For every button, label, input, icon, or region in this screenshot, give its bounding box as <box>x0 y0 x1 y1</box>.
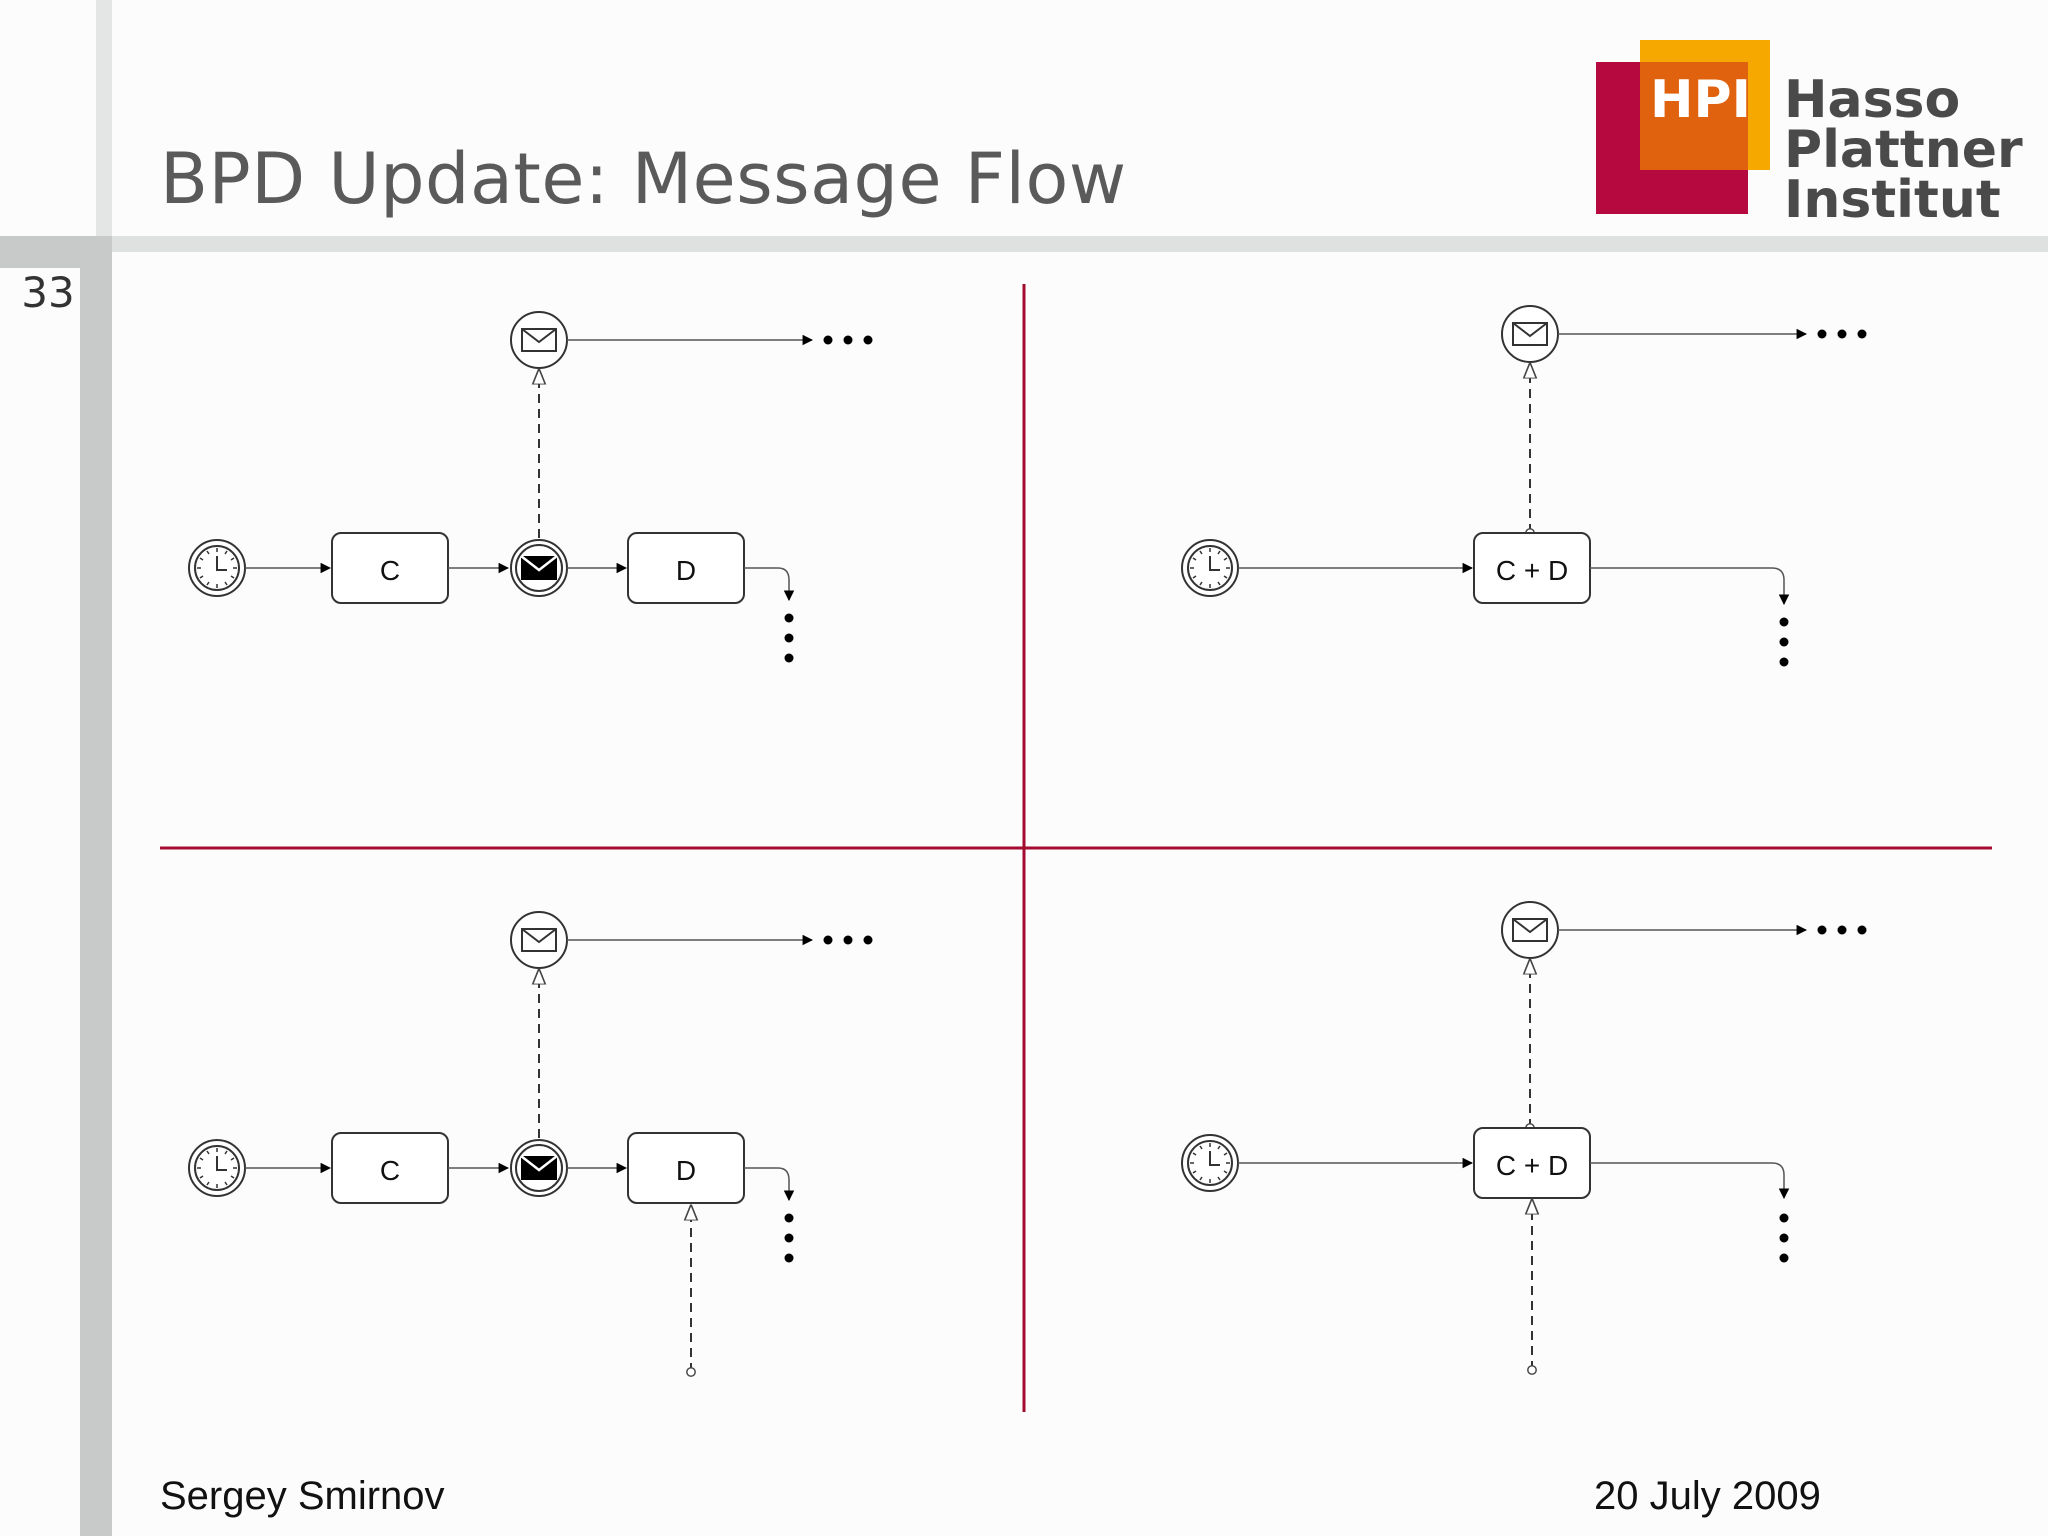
message-throw-event-icon <box>509 538 569 598</box>
footer-date: 20 July 2009 <box>1594 1474 1821 1518</box>
message-start-event-icon <box>1501 901 1559 959</box>
diagram-bottom-left: C D <box>188 911 873 1372</box>
sidebar-top-block <box>0 236 112 268</box>
timer-start-event-icon <box>1181 539 1239 597</box>
continuation-dots <box>1817 925 1867 935</box>
message-start-event-icon <box>510 311 568 369</box>
timer-start-event-icon <box>188 1139 246 1197</box>
sequence-flow <box>1590 1162 1790 1200</box>
diagram-top-right: C + D <box>1181 305 1867 667</box>
task-label: C <box>380 555 400 586</box>
message-start-event-icon <box>1501 305 1559 363</box>
left-sidebar-bar <box>80 252 112 1536</box>
logo-line-institut: Institut <box>1784 170 2001 230</box>
sequence-flow <box>744 1167 795 1202</box>
slide-title: BPD Update: Message Flow <box>160 138 1127 220</box>
continuation-dots <box>823 335 873 345</box>
continuation-dots <box>1779 617 1789 667</box>
top-left-light-bar <box>96 0 112 238</box>
task-label: C <box>380 1155 400 1186</box>
logo-orange-block <box>1640 62 1748 170</box>
sequence-flow <box>744 567 795 602</box>
slide-number: 33 <box>21 268 75 317</box>
timer-start-event-icon <box>188 539 246 597</box>
task-label: D <box>676 555 696 586</box>
message-throw-event-icon <box>509 1138 569 1198</box>
logo-badge-text: HPI <box>1650 70 1751 130</box>
diagram-top-left: C D <box>188 311 873 663</box>
timer-start-event-icon <box>1181 1134 1239 1192</box>
continuation-dots <box>1779 1213 1789 1263</box>
continuation-dots <box>823 935 873 945</box>
continuation-dots <box>784 1213 794 1263</box>
task-label: D <box>676 1155 696 1186</box>
diagram-bottom-right: C + D <box>1181 901 1867 1370</box>
logo-line-hasso: Hasso <box>1784 70 1961 130</box>
message-start-event-icon <box>510 911 568 969</box>
header-divider-band <box>0 236 2048 252</box>
logo-line-plattner: Plattner <box>1784 120 2023 180</box>
task-label: C + D <box>1496 1150 1568 1181</box>
footer-author: Sergey Smirnov <box>160 1474 445 1518</box>
continuation-dots <box>1817 329 1867 339</box>
task-label: C + D <box>1496 555 1568 586</box>
continuation-dots <box>784 613 794 663</box>
sequence-flow <box>1590 567 1790 606</box>
